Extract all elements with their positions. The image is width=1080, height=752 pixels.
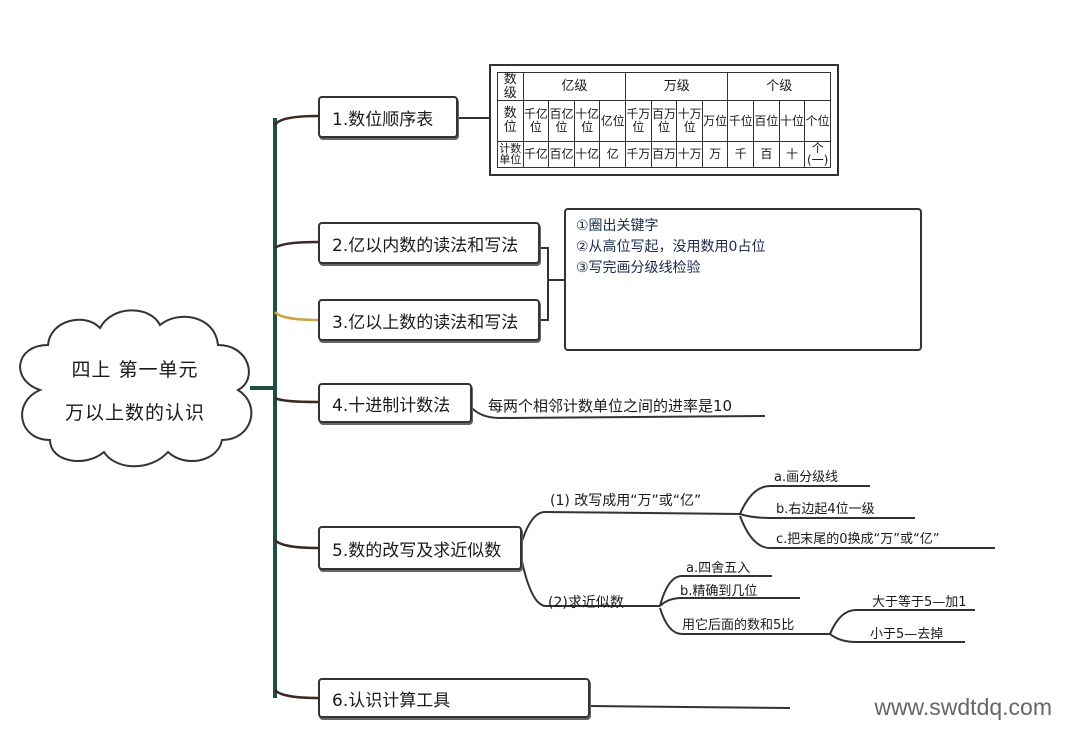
- table-unit: 千: [727, 140, 755, 169]
- table-place: 万位: [701, 100, 729, 142]
- underline-b4: [469, 405, 766, 420]
- reading-notes-box: ①圈出关键字 ②从高位写起，没用数用0占位 ③写完画分级线检验: [564, 208, 922, 351]
- connector-sub2-a: [659, 575, 772, 607]
- table-level-ge: 个级: [727, 71, 831, 102]
- compare-lt5: 小于5—去掉: [870, 627, 944, 642]
- table-unit: 万: [701, 140, 729, 169]
- table-unit: 十: [778, 140, 806, 169]
- reading-note-3: ③写完画分级线检验: [576, 260, 701, 276]
- table-place: 千亿位: [522, 100, 550, 142]
- brace-reading: [538, 247, 564, 321]
- table-place: 十亿位: [573, 100, 601, 142]
- table-place: 千万位: [625, 100, 652, 142]
- connector-b6: [274, 689, 319, 700]
- connector-sub1-a: [739, 485, 870, 515]
- table-place: 个位: [804, 100, 831, 142]
- center-title-line2: 万以上数的认识: [64, 402, 205, 424]
- connector-b5-sub1: [519, 510, 741, 549]
- table-header-unit: 计数单位: [497, 140, 524, 169]
- connector-sub1-c: [739, 515, 995, 549]
- table-unit: 千亿: [522, 140, 550, 169]
- table-unit: 个(一): [804, 140, 831, 169]
- connector-b2: [274, 240, 319, 250]
- watermark: www.swdtdq.com: [874, 694, 1052, 720]
- table-place: 百万位: [650, 100, 678, 142]
- center-cloud: [19, 309, 253, 468]
- table-unit: 百亿: [548, 140, 575, 169]
- branch-6-box: 6.认识计算工具: [318, 678, 590, 718]
- connector-compare-1: [829, 609, 975, 635]
- table-place: 百亿位: [548, 100, 575, 142]
- table-unit: 百: [753, 140, 780, 169]
- table-place: 亿位: [599, 100, 627, 142]
- rewrite-sub1-item-b: b.右边起4位一级: [776, 502, 875, 517]
- table-unit: 十万: [676, 140, 703, 169]
- tail-b6: [589, 705, 791, 709]
- rewrite-sub2-item-c: 用它后面的数和5比: [682, 618, 795, 633]
- table-level-wan: 万级: [625, 71, 729, 102]
- connector-b4: [274, 396, 319, 404]
- table-place: 百位: [753, 100, 780, 142]
- branch-1-box: 1.数位顺序表: [318, 96, 458, 138]
- connector-compare-2: [829, 633, 965, 643]
- place-value-table: 数级 亿级 万级 个级 数位 千亿位 百亿位 十亿位 亿位 千万位 百万位 十万…: [489, 64, 839, 176]
- table-unit: 亿: [599, 140, 627, 169]
- rewrite-sub1-item-c: c.把末尾的0换成“万”或“亿”: [776, 532, 940, 547]
- rewrite-sub2-item-b: b.精确到几位: [680, 584, 758, 599]
- connector-b3: [274, 311, 319, 322]
- connector-b5: [274, 539, 319, 550]
- connector-sub2-b: [659, 597, 800, 607]
- table-place: 十位: [778, 100, 806, 142]
- reading-note-1: ①圈出关键字: [576, 218, 659, 234]
- table-unit: 百万: [650, 140, 678, 169]
- compare-ge5: 大于等于5—加1: [872, 595, 967, 610]
- table-place: 十万位: [676, 100, 703, 142]
- rewrite-sub1-item-a: a.画分级线: [774, 470, 839, 485]
- branch-5-box: 5.数的改写及求近似数: [318, 526, 522, 570]
- table-unit: 千万: [625, 140, 652, 169]
- table-unit: 十亿: [573, 140, 601, 169]
- connector-b5-sub2: [519, 551, 660, 607]
- table-header-place: 数位: [497, 100, 524, 142]
- connector-sub2-c: [659, 607, 830, 635]
- rewrite-sub2-item-a: a.四舍五入: [686, 561, 751, 576]
- table-level-yi: 亿级: [522, 71, 627, 102]
- table-place: 千位: [727, 100, 755, 142]
- reading-note-2: ②从高位写起，没用数用0占位: [576, 239, 766, 255]
- branch-2-box: 2.亿以内数的读法和写法: [318, 222, 540, 264]
- connector-b1: [273, 114, 319, 126]
- rewrite-sub1: (1) 改写成用“万”或“亿”: [550, 493, 702, 509]
- center-title-line1: 四上 第一单元: [71, 359, 199, 381]
- connector-sub1-b: [739, 513, 915, 519]
- rewrite-sub2: (2)求近似数: [548, 595, 624, 611]
- branch-4-box: 4.十进制计数法: [318, 383, 472, 423]
- table-header-level: 数级: [497, 71, 524, 102]
- decimal-note: 每两个相邻计数单位之间的进率是10: [488, 397, 733, 415]
- branch-3-box: 3.亿以上数的读法和写法: [318, 299, 540, 341]
